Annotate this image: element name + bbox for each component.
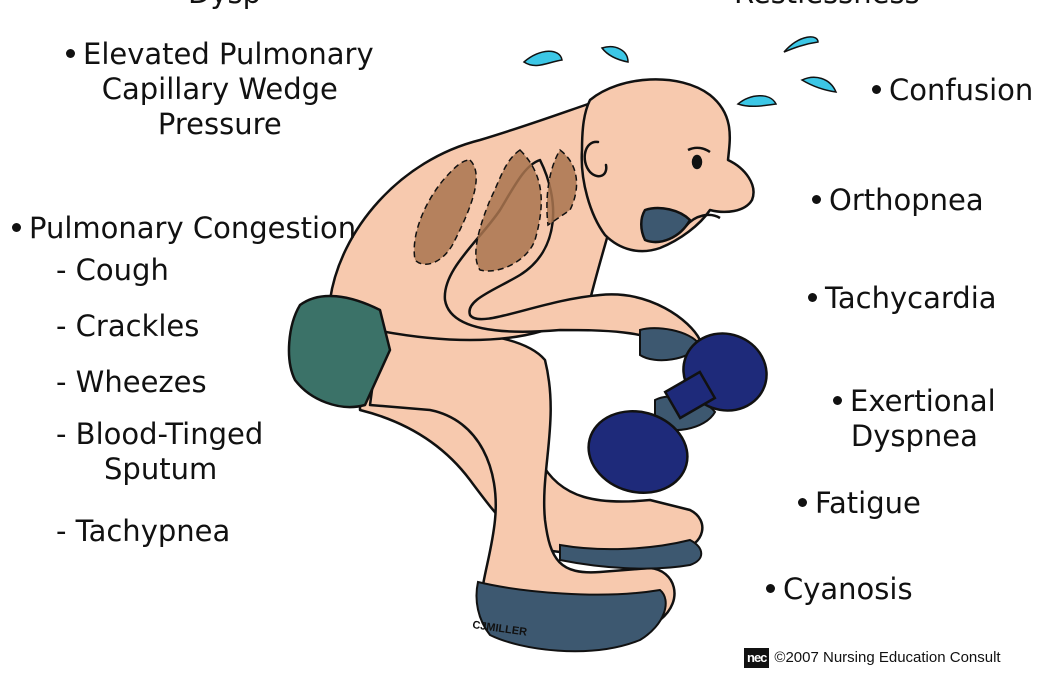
label-orthopnea: Orthopnea [812,183,984,218]
label-restlessness-cut: Restlessness [734,0,920,11]
bullet [808,292,817,302]
label-confusion: Confusion [872,73,1033,108]
label-elevated-pcwp: Elevated Pulmonary Capillary Wedge Press… [66,37,374,142]
label-blood-tinged-sputum: - Blood-Tinged Sputum [56,417,264,486]
shorts [287,294,392,409]
bullet [12,222,21,232]
head [580,78,755,253]
face-features [685,146,721,227]
label-tachycardia: Tachycardia [808,281,997,316]
copyright-notice: nec©2007 Nursing Education Consult [744,648,1001,668]
label-crackles: - Crackles [56,309,200,343]
bullet [66,48,75,58]
label-cough: - Cough [56,253,169,287]
label-exertional-dyspnea: Exertional Dyspnea [833,384,996,454]
ear [583,140,608,178]
sweat-drops [522,36,838,108]
label-cyanosis: Cyanosis [766,572,913,607]
label-pulmonary-congestion: Pulmonary Congestion [12,211,356,246]
congested-lungs [413,148,578,272]
cyanotic-chin [640,206,692,244]
nec-logo: nec [744,648,770,668]
label-dyspnea-cut: Dysp [188,0,261,11]
bullet [766,583,775,593]
label-wheezes: - Wheezes [56,365,207,399]
bullet [872,84,881,94]
bullet [798,497,807,507]
dumbbell [587,332,768,494]
cyanotic-feet [475,538,703,653]
bullet [812,194,821,204]
front-leg [368,328,676,647]
label-tachypnea: - Tachypnea [56,514,231,548]
label-fatigue: Fatigue [798,486,921,521]
bullet [833,395,842,405]
